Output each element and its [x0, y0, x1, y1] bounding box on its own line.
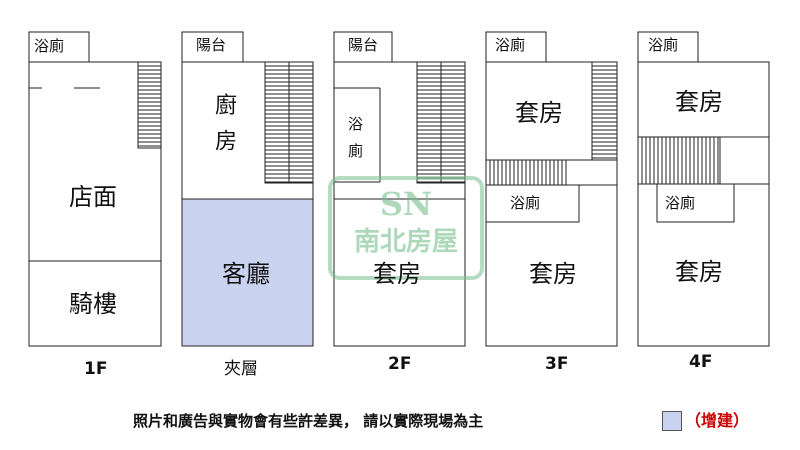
mezz-floor-label: 夾層	[224, 359, 258, 379]
3f-bath-top-label: 浴廁	[495, 36, 526, 54]
4f-bath-top-label: 浴廁	[648, 36, 679, 54]
2f-stairs-right	[440, 61, 466, 184]
1f-arcade-label: 騎樓	[69, 290, 117, 318]
watermark-letters: SN	[379, 185, 433, 223]
extension-legend-swatch	[662, 411, 682, 431]
2f-suite-label: 套房	[373, 260, 421, 288]
4f-floor-label: 4F	[689, 352, 713, 372]
mezz-stairs-left	[264, 61, 290, 184]
watermark: SN 南北房屋	[328, 176, 484, 280]
4f-bath-mid-label: 浴廁	[665, 194, 696, 212]
1f-floor-label: 1F	[84, 359, 108, 379]
2f-floor-label: 2F	[388, 354, 412, 374]
extension-area	[182, 199, 313, 346]
plan-mezzanine	[181, 31, 314, 347]
3f-stairs	[591, 61, 618, 161]
3f-stairs-landing	[485, 159, 567, 186]
3f-bath-mid-label: 浴廁	[510, 194, 541, 212]
plan-3f	[485, 31, 618, 347]
2f-bath-label: 浴廁	[346, 116, 364, 170]
3f-floor-label: 3F	[545, 354, 569, 374]
4f-suite-bottom-label: 套房	[675, 258, 723, 286]
watermark-text: 南北房屋	[353, 227, 458, 257]
extension-legend-label: （增建）	[685, 411, 750, 430]
1f-bath-label: 浴廁	[34, 37, 65, 55]
1f-store-label: 店面	[69, 183, 117, 211]
plan-2f	[333, 31, 466, 347]
mezz-living-label: 客廳	[222, 260, 270, 288]
mezz-kitchen-label: 廚房	[211, 93, 236, 165]
2f-stairs-left	[416, 61, 442, 184]
3f-suite-bottom-label: 套房	[529, 260, 577, 288]
plan-1f	[28, 31, 162, 347]
3f-suite-top-label: 套房	[515, 99, 563, 127]
1f-stairs	[137, 61, 162, 149]
mezz-stairs-right	[288, 61, 314, 184]
plan-4f	[637, 31, 770, 347]
4f-suite-top-label: 套房	[675, 88, 723, 116]
disclaimer-notice: 照片和廣告與實物會有些許差異， 請以實際現場為主	[133, 412, 484, 430]
mezz-balcony-label: 陽台	[196, 36, 227, 54]
4f-stairs	[637, 136, 721, 185]
2f-balcony-label: 陽台	[348, 36, 379, 54]
